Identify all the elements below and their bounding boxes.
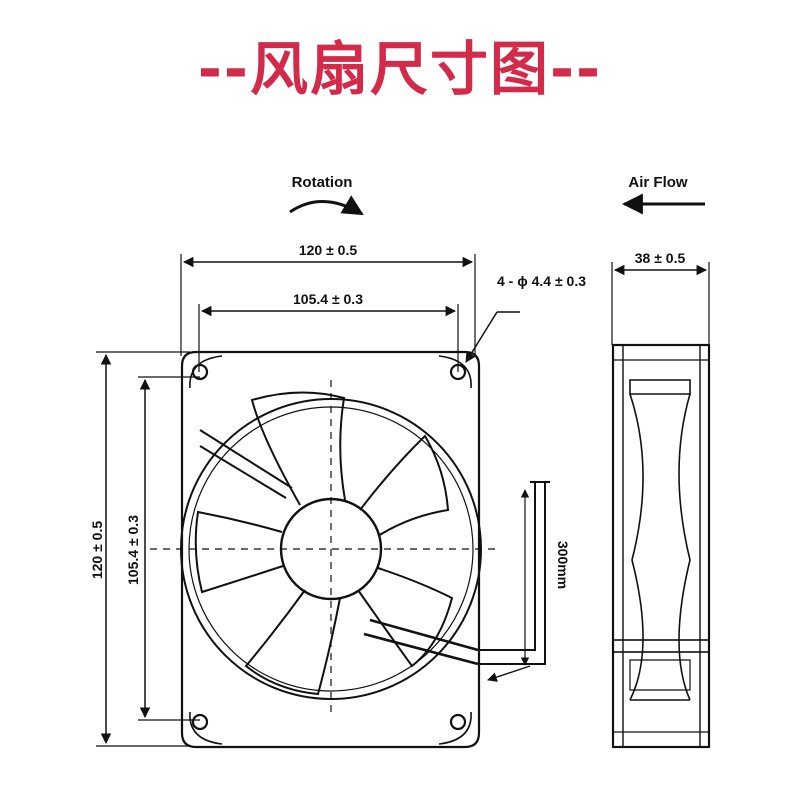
- cable-length-label: 300mm: [555, 541, 571, 589]
- height-outer-label: 120 ± 0.5: [89, 521, 105, 579]
- rotation-label: Rotation: [292, 174, 353, 191]
- fan-side-view: [611, 343, 711, 749]
- depth-label: 38 ± 0.5: [635, 250, 686, 266]
- dimension-height-outer: 120 ± 0.5: [89, 351, 190, 747]
- mount-holes-label: 4 - ϕ 4.4 ± 0.3: [497, 273, 586, 289]
- dimension-depth: 38 ± 0.5: [611, 250, 710, 345]
- rotation-arrow-icon: [289, 195, 364, 216]
- width-outer-label: 120 ± 0.5: [299, 242, 357, 258]
- height-hole-label: 105.4 ± 0.3: [125, 515, 141, 585]
- fan-cable: [478, 481, 550, 682]
- page-title: --风扇尺寸图--: [197, 35, 603, 103]
- dimension-width-outer: 120 ± 0.5: [180, 242, 476, 356]
- dimension-width-hole: 105.4 ± 0.3: [198, 291, 459, 372]
- fan-front-view: [150, 350, 500, 749]
- air-flow-label: Air Flow: [628, 174, 687, 191]
- width-hole-label: 105.4 ± 0.3: [293, 291, 363, 307]
